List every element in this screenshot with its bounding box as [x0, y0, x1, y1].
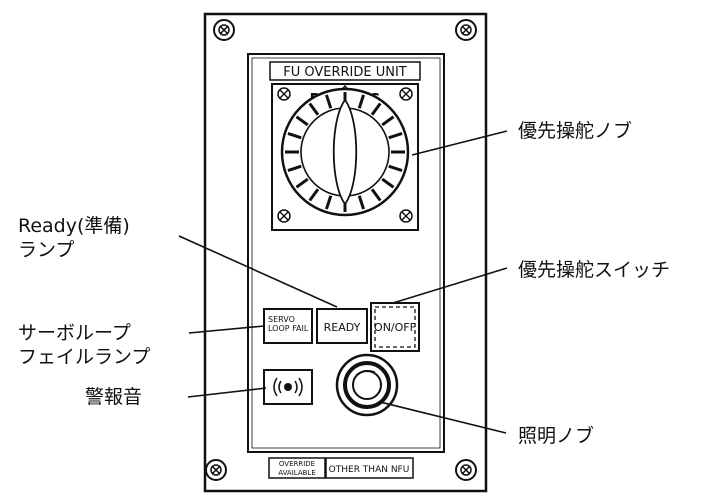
title-plate: FU OVERRIDE UNIT: [269, 61, 421, 81]
servo-lamp-text-1: SERVO: [268, 315, 295, 324]
knob-ridge: [381, 177, 395, 189]
dial-screw-tr: [399, 87, 413, 101]
leader-lines: [178, 130, 508, 434]
dial-screw-br: [399, 209, 413, 223]
knob-ridge: [370, 188, 382, 202]
leader-override-knob: [411, 130, 508, 156]
knob-ridge: [287, 132, 302, 140]
leader-ready-lamp: [178, 235, 338, 308]
title-plate-text: FU OVERRIDE UNIT: [283, 65, 407, 80]
servo-lamp-text-2: LOOP FAIL: [268, 324, 309, 333]
knob-pointer: [332, 98, 358, 206]
knob-ridge: [295, 115, 309, 127]
ready-lamp: READY: [316, 308, 368, 344]
override-available-line2: AVAILABLE: [278, 469, 316, 477]
knob-ridge: [325, 94, 333, 109]
callout-servo-lamp-1: サーボループ: [18, 322, 131, 344]
callout-light-knob: 照明ノブ: [518, 425, 595, 447]
switch-text: ON/OFF: [374, 321, 416, 334]
leader-servo-lamp: [188, 325, 265, 334]
dial-screw-tl: [277, 87, 291, 101]
knob-ridge: [381, 115, 395, 127]
leader-alarm: [187, 387, 267, 398]
screw-bottom-right: [455, 459, 477, 481]
bottom-plate: OVERRIDE AVAILABLE OTHER THAN NFU: [268, 457, 414, 479]
knob-ridge: [388, 132, 403, 140]
knob-ridge: [357, 94, 365, 109]
ready-lamp-text: READY: [324, 321, 361, 334]
knob-ridge: [388, 164, 403, 172]
knob-ridge: [370, 102, 382, 116]
alarm-buzzer: [263, 369, 313, 405]
override-knob[interactable]: [280, 87, 410, 217]
callout-override-switch: 優先操舵スイッチ: [518, 259, 671, 281]
override-switch[interactable]: ON/OFF: [370, 302, 420, 352]
callout-ready-lamp-1: Ready(準備): [18, 215, 130, 237]
knob-ridge: [295, 177, 309, 189]
knob-ridge: [357, 195, 365, 210]
dial-screw-bl: [277, 209, 291, 223]
knob-ridge: [308, 102, 320, 116]
knob-ridge: [287, 164, 302, 172]
leader-override-switch: [392, 267, 508, 304]
callout-servo-lamp-2: フェイルランプ: [18, 346, 151, 368]
screw-top-right: [455, 19, 477, 41]
servo-loop-fail-lamp: SERVO LOOP FAIL: [263, 308, 313, 344]
override-available-line1: OVERRIDE: [279, 460, 315, 468]
knob-ridge: [325, 195, 333, 210]
light-knob[interactable]: [335, 353, 399, 417]
callout-override-knob: 優先操舵ノブ: [518, 120, 633, 142]
other-than-nfu-text: OTHER THAN NFU: [329, 465, 410, 475]
callout-ready-lamp-2: ランプ: [18, 239, 75, 261]
leader-light-knob: [379, 401, 507, 434]
screw-bottom-left: [205, 459, 227, 481]
knob-ridge: [308, 188, 320, 202]
callout-alarm: 警報音: [85, 386, 143, 408]
screw-top-left: [213, 19, 235, 41]
